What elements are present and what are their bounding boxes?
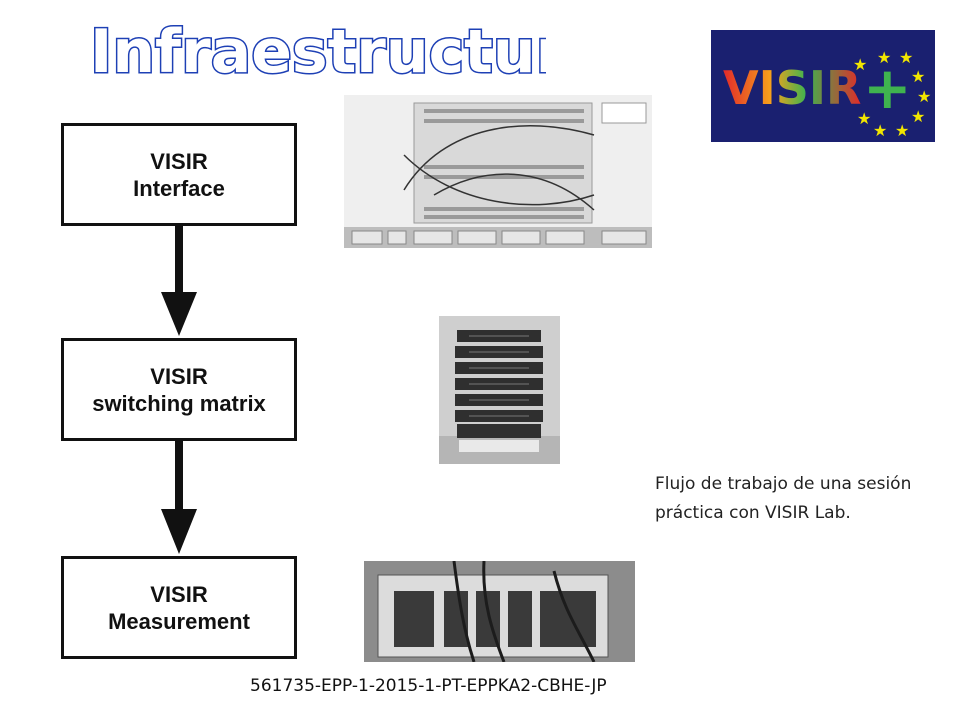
flow-box-measurement: VISIR Measurement — [61, 556, 297, 659]
caption-line1: Flujo de trabajo de una sesión — [655, 474, 912, 494]
logo-text: VISIR — [723, 61, 861, 115]
caption: Flujo de trabajo de una sesión práctica … — [655, 470, 960, 528]
svg-text:★: ★ — [895, 121, 909, 140]
svg-text:★: ★ — [873, 121, 887, 140]
logo-plus: + — [863, 54, 912, 122]
svg-text:★: ★ — [911, 107, 925, 126]
box-line2: switching matrix — [92, 390, 266, 416]
box-line2: Interface — [133, 175, 225, 201]
svg-text:★: ★ — [917, 87, 931, 106]
svg-text:★: ★ — [853, 55, 867, 74]
svg-text:★: ★ — [857, 109, 871, 128]
svg-text:★: ★ — [877, 48, 891, 67]
flow-box-switching-matrix: VISIR switching matrix — [61, 338, 297, 441]
down-arrow-icon — [161, 441, 197, 554]
title-text: Infraestructura — [90, 17, 546, 84]
down-arrow-icon — [161, 226, 197, 336]
svg-text:★: ★ — [911, 67, 925, 86]
star-ring: ★ ★ ★ ★ ★ ★ ★ ★ ★ — [853, 48, 931, 140]
eu-stars-logo: VISIR + ★ ★ ★ ★ ★ ★ ★ ★ ★ — [723, 48, 931, 140]
svg-text:★: ★ — [899, 48, 913, 67]
flow-box-interface: VISIR Interface — [61, 123, 297, 226]
caption-line2: práctica con VISIR Lab. — [655, 503, 851, 523]
breadboard-interface-screenshot — [344, 95, 652, 248]
switching-matrix-photo — [439, 316, 560, 464]
slide-title: Infraestructura — [89, 16, 547, 85]
project-code-footer: 561735-EPP-1-2015-1-PT-EPPKA2-CBHE-JP — [250, 676, 607, 696]
box-line1: VISIR — [150, 363, 208, 389]
visir-plus-logo: VISIR + ★ ★ ★ ★ ★ ★ ★ ★ ★ — [711, 30, 935, 142]
measurement-instruments-photo — [364, 561, 635, 662]
box-line1: VISIR — [150, 148, 208, 174]
box-line2: Measurement — [108, 608, 250, 634]
box-line1: VISIR — [150, 581, 208, 607]
